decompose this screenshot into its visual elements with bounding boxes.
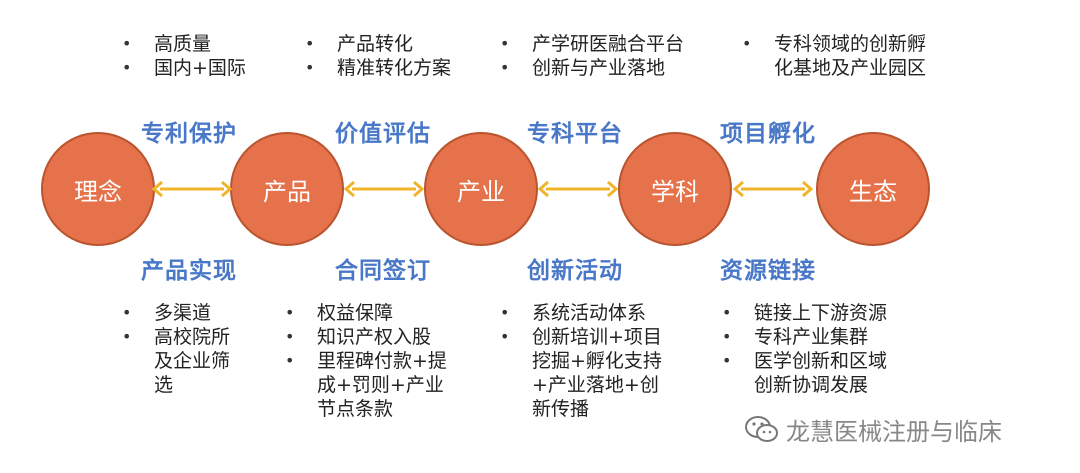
bullet-item: 产品转化: [305, 32, 485, 56]
bottom-bullets-2: 权益保障 知识产权入股 里程碑付款+提成+罚则+产业节点条款: [285, 301, 450, 421]
bullet-item: 链接上下游资源: [722, 301, 887, 325]
bullet-item: 高质量: [122, 32, 272, 56]
bullet-item: 里程碑付款+提成+罚则+产业节点条款: [285, 349, 450, 421]
bullet-item: 多渠道: [122, 301, 247, 325]
top-bullets-3: 产学研医融合平台 创新与产业落地: [500, 32, 710, 80]
bullet-item: 创新培训+项目挖掘+孵化支持+产业落地+创新传播: [500, 325, 665, 421]
bullet-item: 高校院所及企业筛选: [122, 325, 247, 397]
top-bullets-2: 产品转化 精准转化方案: [305, 32, 485, 80]
double-arrow-icon: [344, 180, 424, 198]
bullet-item: 国内+国际: [122, 56, 272, 80]
label-patent-protection: 专利保护: [141, 121, 237, 147]
watermark-text: 龙慧医械注册与临床: [786, 418, 1002, 446]
top-bullets-4: 专科领域的创新孵化基地及产业园区: [742, 32, 942, 80]
bottom-bullets-3: 系统活动体系 创新培训+项目挖掘+孵化支持+产业落地+创新传播: [500, 301, 665, 421]
bullet-item: 知识产权入股: [285, 325, 450, 349]
label-resource-linking: 资源链接: [720, 258, 816, 284]
label-innovation-activities: 创新活动: [527, 258, 623, 284]
label-value-assessment: 价值评估: [335, 121, 431, 147]
wechat-logo-icon: [745, 415, 778, 442]
bottom-bullets-1: 多渠道 高校院所及企业筛选: [122, 301, 247, 397]
label-project-incubation: 项目孵化: [720, 121, 816, 147]
bullet-item: 专科领域的创新孵化基地及产业园区: [742, 32, 942, 80]
top-bullets-1: 高质量 国内+国际: [122, 32, 272, 80]
bullet-item: 系统活动体系: [500, 301, 665, 325]
node-product: 产品: [230, 132, 344, 246]
bullet-item: 创新与产业落地: [500, 56, 710, 80]
bullet-item: 产学研医融合平台: [500, 32, 710, 56]
node-concept: 理念: [41, 132, 155, 246]
node-discipline: 学科: [618, 132, 732, 246]
watermark: 龙慧医械注册与临床: [744, 412, 1002, 447]
double-arrow-icon: [538, 180, 618, 198]
double-arrow-icon: [152, 180, 232, 198]
bullet-item: 专科产业集群: [722, 325, 887, 349]
bottom-bullets-4: 链接上下游资源 专科产业集群 医学创新和区域创新协调发展: [722, 301, 887, 397]
label-product-realization: 产品实现: [141, 258, 237, 284]
label-contract-signing: 合同签订: [335, 258, 431, 284]
bullet-item: 医学创新和区域创新协调发展: [722, 349, 887, 397]
double-arrow-icon: [733, 180, 813, 198]
bullet-item: 精准转化方案: [305, 56, 485, 80]
node-ecosystem: 生态: [816, 132, 930, 246]
label-specialty-platform: 专科平台: [527, 121, 623, 147]
node-industry: 产业: [424, 132, 538, 246]
bullet-item: 权益保障: [285, 301, 450, 325]
